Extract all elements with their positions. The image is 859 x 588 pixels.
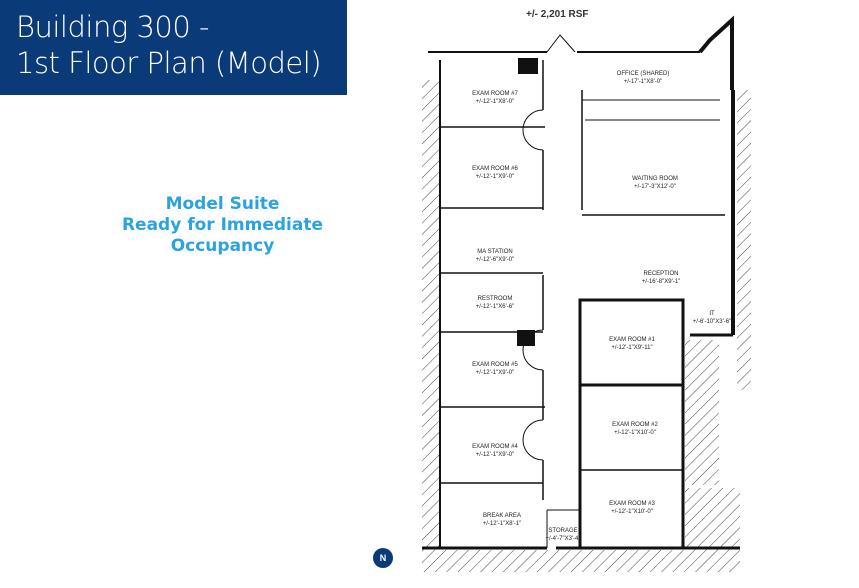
room-break-area: BREAK AREA+/-12'-1"X8'-1" <box>482 513 522 527</box>
title-line-1: Building 300 - <box>16 10 209 44</box>
walls <box>422 15 740 550</box>
title-line-2: 1st Floor Plan (Model) <box>16 46 322 80</box>
room-ma-station: MA STATION+/-12'-6"X9'-0" <box>475 249 515 263</box>
room-restroom: RESTROOM+/-12'-1"X6'-6" <box>475 296 515 310</box>
room-exam-3: EXAM ROOM #3+/-12'-1"X10'-0" <box>609 501 655 515</box>
room-office-shared: OFFICE (SHARED)+/-17'-1"X8'-0" <box>616 71 670 85</box>
area-label: +/- 2,201 RSF <box>526 9 589 20</box>
title-banner: Building 300 - 1st Floor Plan (Model) <box>0 0 347 95</box>
column-block <box>518 58 538 74</box>
promo-line-3: Occupancy <box>170 236 275 256</box>
room-exam-1: EXAM ROOM #1+/-12'-1"X9'-11" <box>609 337 655 351</box>
room-exam-4: EXAM ROOM #4+/-12'-1"X9'-0" <box>472 444 518 458</box>
promo-callout: Model Suite Ready for Immediate Occupanc… <box>110 194 335 257</box>
room-exam-7: EXAM ROOM #7+/-12'-1"X8'-0" <box>472 91 518 105</box>
room-storage: STORAGE+/-4'-7"X3'-4" <box>545 528 581 542</box>
room-exam-5: EXAM ROOM #5+/-12'-1"X9'-0" <box>472 362 518 376</box>
room-exam-6: EXAM ROOM #6+/-12'-1"X9'-0" <box>472 166 518 180</box>
promo-line-1: Model Suite <box>165 194 280 214</box>
column-block <box>517 330 535 346</box>
room-reception: RECEPTION+/-16'-8"X9'-1" <box>641 271 681 285</box>
north-compass-icon: N <box>373 548 393 568</box>
hatched-exterior <box>422 80 751 572</box>
room-waiting: WAITING ROOM+/-17'-3"X12'-0" <box>632 176 678 190</box>
promo-line-2: Ready for Immediate <box>121 215 324 235</box>
room-it: IT+/-6'-10"X3'-6" <box>692 311 732 325</box>
room-exam-2: EXAM ROOM #2+/-12'-1"X10'-0" <box>612 422 658 436</box>
